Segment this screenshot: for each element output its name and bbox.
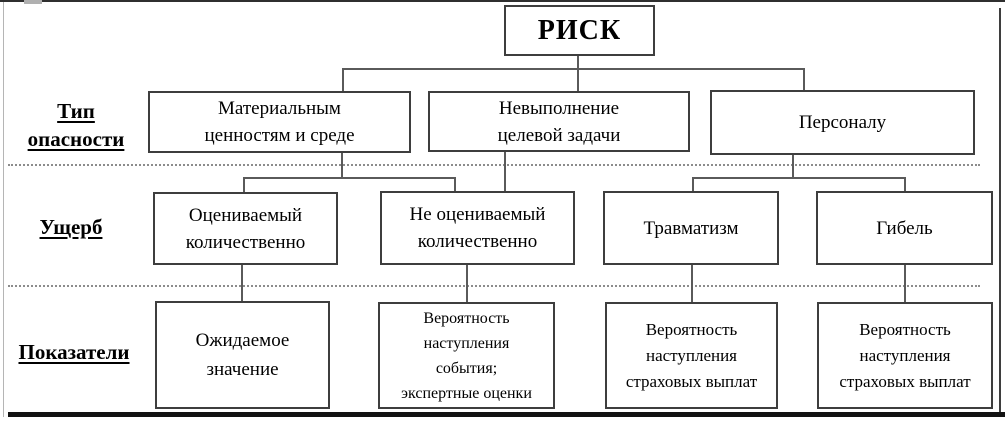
connector-line [792, 155, 794, 178]
connector-line [466, 265, 468, 303]
frame-left-border [3, 2, 4, 417]
separator-damage-indicators [8, 285, 980, 287]
connector-line [241, 265, 243, 302]
connector-line [577, 56, 579, 92]
connector-line [904, 265, 906, 303]
node-quantifiable: Оцениваемый количественно [153, 192, 338, 265]
row-label-indicators: Показатели [18, 340, 130, 364]
connector-line [454, 177, 456, 192]
connector-line [691, 265, 693, 303]
connector-line [904, 177, 906, 192]
node-expected-value: Ожидаемое значение [155, 301, 330, 409]
connector-line [692, 177, 694, 192]
row-label-damage: Ущерб [39, 215, 103, 239]
node-risk: РИСК [504, 5, 655, 56]
row-label-danger-type: Тип опасности [27, 99, 125, 151]
node-non-quantifiable: Не оцениваемый количественно [380, 191, 575, 265]
connector-line [692, 177, 906, 179]
connector-line [341, 153, 343, 178]
node-death: Гибель [816, 191, 993, 265]
node-insurance-payout-probability-1: Вероятность наступления страховых выплат [605, 302, 778, 409]
frame-right-border [999, 8, 1001, 412]
connector-line [243, 177, 245, 193]
node-personnel: Персоналу [710, 90, 975, 155]
node-material-values: Материальным ценностям и среде [148, 91, 411, 153]
node-injury: Травматизм [603, 191, 779, 265]
connector-line [342, 68, 805, 70]
node-event-probability: Вероятность наступления события; эксперт… [378, 302, 555, 409]
node-task-failure: Невыполнение целевой задачи [428, 91, 690, 152]
connector-line [803, 68, 805, 91]
frame-bottom-rule [8, 412, 1005, 417]
frame-top-artifact [24, 0, 42, 4]
connector-line [342, 68, 344, 92]
connector-line [243, 177, 456, 179]
connector-line [504, 152, 506, 192]
node-insurance-payout-probability-2: Вероятность наступления страховых выплат [817, 302, 993, 409]
frame-top-border [0, 0, 1005, 2]
separator-danger-damage [8, 164, 980, 166]
